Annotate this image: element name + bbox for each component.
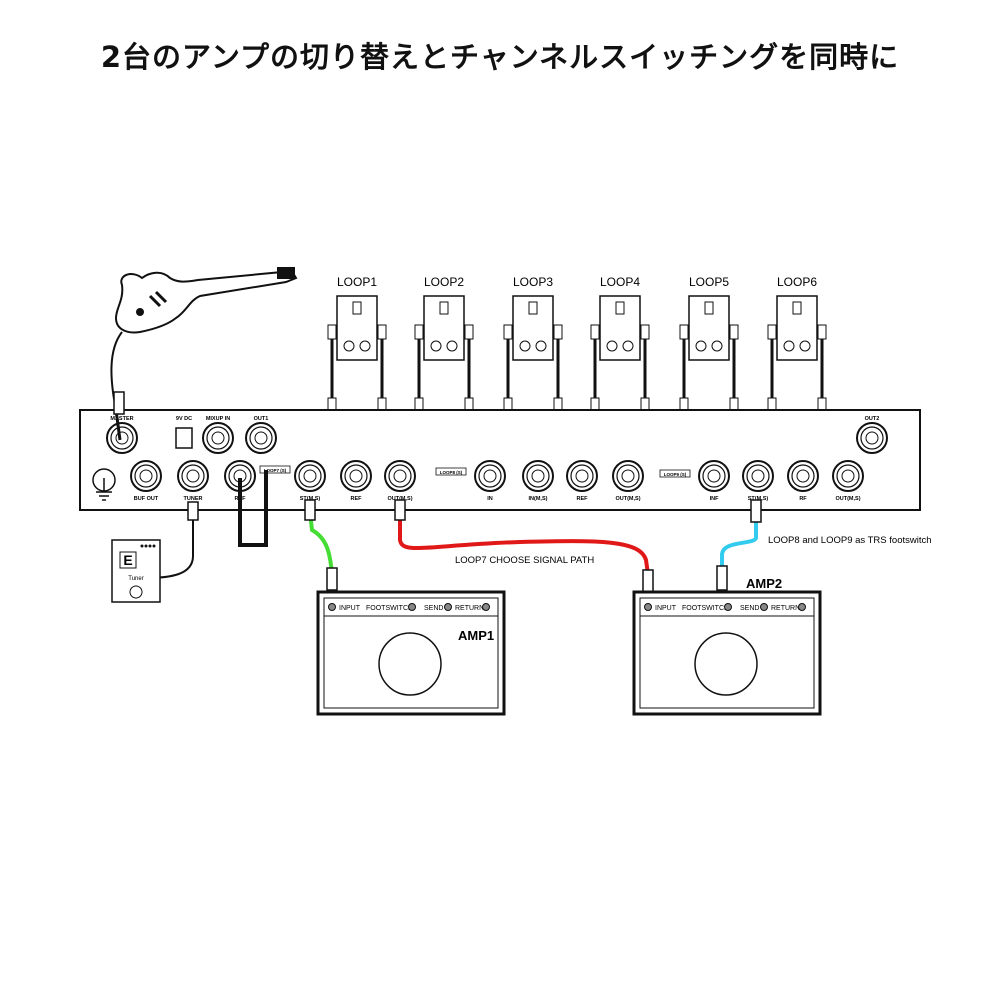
cyan-plug-amp: [716, 565, 728, 591]
mixup-in-label: MIXUP IN: [206, 416, 230, 422]
loop7-out-jack: [384, 460, 416, 492]
amp1-name: AMP1: [458, 628, 494, 643]
out2-label: OUT2: [865, 416, 880, 422]
tuner-jack: [177, 460, 209, 492]
loop89-trs-label: LOOP8 and LOOP9 as TRS footswitch: [768, 535, 932, 546]
tuner-label: TUNER: [184, 496, 203, 502]
red-plug-top: [394, 499, 406, 521]
loop8-in-ms-jack: [522, 460, 554, 492]
loop9-inf-jack: [698, 460, 730, 492]
green-plug-amp: [326, 567, 338, 591]
tuner-plug: [187, 501, 199, 521]
loop8-out-jack: [612, 460, 644, 492]
loop-6-title: LOOP6: [777, 275, 817, 289]
loop9-inf-label: INF: [710, 496, 720, 502]
black-patch-cable: [238, 470, 268, 547]
amp1-speaker: [378, 632, 442, 696]
out2-jack: [856, 422, 888, 454]
diagram-title: 2台のアンプの切り替えとチャンネルスイッチングを同時に: [100, 40, 900, 74]
loop-6-pedal: [776, 295, 818, 361]
bottom-jacks: BUF OUT TUNER REF LOOP7 (S) ST(M,S) REF OUT(M,…: [130, 460, 864, 502]
loop-2-title: LOOP2: [424, 275, 464, 289]
loop-5-title: LOOP5: [689, 275, 729, 289]
loop7-header: LOOP7 (S): [264, 468, 287, 473]
out1-label: OUT1: [254, 416, 269, 422]
loop-4-title: LOOP4: [600, 275, 640, 289]
amp2-speaker: [694, 632, 758, 696]
switcher-chassis: [79, 409, 921, 511]
amp1-send-label: SEND: [424, 605, 443, 612]
out1-jack: [245, 422, 277, 454]
green-plug-top: [304, 499, 316, 521]
amp2: AMP2 INPUT FOOTSWITCH SEND RETURN: [632, 576, 822, 716]
loop9-rf-jack: [787, 460, 819, 492]
loop7-out-label: OUT(M,S): [387, 496, 412, 502]
loop7-ref-label: REF: [351, 496, 363, 502]
cyan-plug-top: [750, 499, 762, 523]
amp1-input-label: INPUT: [339, 605, 361, 612]
amp1-return-label: RETURN: [455, 605, 484, 612]
amp2-footswitch-label: FOOTSWITCH: [682, 605, 729, 612]
amp2-input-label: INPUT: [655, 605, 677, 612]
red-plug-amp: [642, 569, 654, 593]
buf-out-label: BUF OUT: [134, 496, 159, 502]
red-cable: [398, 512, 650, 575]
amp1: INPUT FOOTSWITCH SEND RETURN AMP1: [316, 590, 506, 716]
amp2-send-label: SEND: [740, 605, 759, 612]
tuner-display: E: [123, 552, 132, 568]
cyan-cable: [720, 512, 758, 570]
loop-3-title: LOOP3: [513, 275, 553, 289]
loop8-in-jack: [474, 460, 506, 492]
loop-1-title: LOOP1: [337, 275, 377, 289]
tuner-pedal: E Tuner: [111, 539, 161, 603]
buf-out-jack: [130, 460, 162, 492]
loop8-header: LOOP8 (S): [440, 470, 463, 475]
guitar-icon: [110, 266, 298, 411]
loop9-rf-label: RF: [799, 496, 807, 502]
loop7-st-jack: [294, 460, 326, 492]
master-jack: [106, 422, 138, 454]
top-left-jacks: MASTER 9V DC MIXUP IN OUT1 OUT2: [106, 416, 888, 454]
guitar-cable: [114, 409, 122, 441]
loop8-in-ms-label: IN(M,S): [529, 496, 548, 502]
master-label: MASTER: [110, 416, 133, 422]
loop9-out-label: OUT(M,S): [835, 496, 860, 502]
ref-jack: [224, 460, 256, 492]
loop8-ref-label: REF: [577, 496, 589, 502]
loop9-out-jack: [832, 460, 864, 492]
loop8-in-label: IN: [487, 496, 493, 502]
loop7-ref-jack: [340, 460, 372, 492]
mixup-in-jack: [202, 422, 234, 454]
loop9-header: LOOP9 (S): [664, 472, 687, 477]
guitar-plug: [113, 391, 125, 415]
power-label: 9V DC: [176, 416, 192, 422]
loop7-path-label: LOOP7 CHOOSE SIGNAL PATH: [455, 555, 594, 566]
power-jack: [175, 427, 193, 449]
loop-3-pedal: [512, 295, 554, 361]
amp2-return-label: RETURN: [771, 605, 800, 612]
ground-icon: [92, 468, 116, 501]
amp2-name: AMP2: [746, 576, 782, 591]
loop8-out-label: OUT(M,S): [615, 496, 640, 502]
loop9-st-label: ST(M,S): [748, 496, 769, 502]
loop8-ref-jack: [566, 460, 598, 492]
amp1-footswitch-label: FOOTSWITCH: [366, 605, 413, 612]
tuner-label: Tuner: [128, 576, 143, 582]
green-cable: [308, 511, 334, 573]
loop9-st-jack: [742, 460, 774, 492]
loop7-st-label: ST(M,S): [300, 496, 321, 502]
